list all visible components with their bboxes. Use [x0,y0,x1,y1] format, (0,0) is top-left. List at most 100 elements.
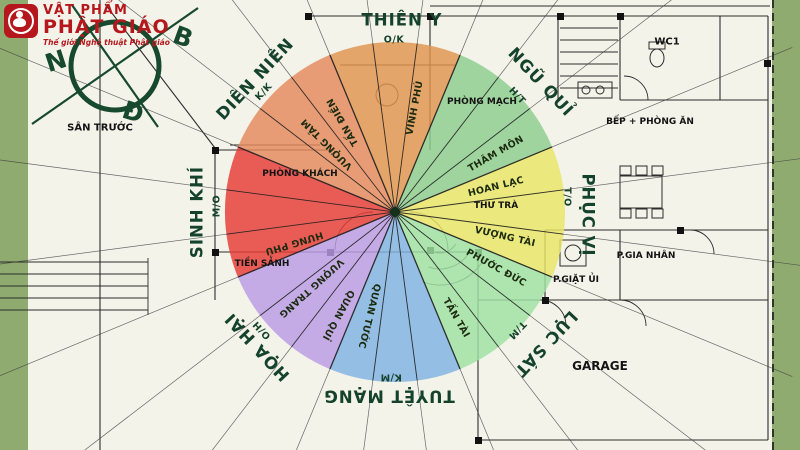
wheel-ray [394,211,531,316]
wheel-star-label: PHƯỚC ĐỨC [464,247,529,290]
wheel-direction-label: DIÊN NIÊN [212,34,298,124]
wheel-direction-abbrev: T/M [505,318,529,342]
room-label: PHÒNG KHÁCH [262,169,338,179]
wheel-ray [416,380,427,450]
wheel-ray [394,211,553,278]
wheel-ray [329,211,396,370]
wheel-ray [237,211,396,278]
room-label: P.GIA NHÂN [616,251,676,261]
wheel-ray [529,315,706,450]
room-label: SÂN TRƯỚC [67,122,133,134]
wheel-ray [563,158,800,191]
stairs-top-right [560,27,618,89]
wheel-ray [563,233,800,266]
wheel-ray [394,211,499,348]
room-label: WC1 [654,36,680,48]
wheel-ray [211,346,292,450]
wheel-star-label: THÂM MÔN [466,133,527,174]
wheel-ray [394,211,564,235]
wheel-direction-label: THIÊN Y [361,10,443,30]
wheel-ray [237,146,396,213]
wheel-ray [372,211,396,381]
wheel-sector-phục-vị [395,146,566,278]
wheel-ray [394,54,461,213]
stove-icon [577,81,613,99]
wheel-ray [291,211,396,348]
wheel-ray [296,368,331,450]
wheel-ray [394,211,418,381]
wheel-ray [363,380,374,450]
compass-letter: B [169,20,197,54]
room-label: GARAGE [572,359,628,373]
wheel-sector-tuyệt-mạng [329,212,461,383]
logo-line1: VẬT PHẨM [43,3,128,18]
wheel-ray [226,211,396,235]
wheel-ray [498,0,559,78]
right-greenery-strip [772,0,800,450]
dining-table-icon [619,175,663,209]
wheel-ray [394,189,564,213]
wheel-star-label: QUAN QUỈ [319,288,357,343]
wheel-ray [259,108,396,213]
wheel-direction-abbrev: K/M [380,371,402,383]
wheel-sector-diên-niên [237,54,395,213]
compass-icon [31,4,199,128]
wheel-ray [226,189,396,213]
wheel-sector-sinh-khí [224,146,395,278]
wheel-ray [394,108,531,213]
wheel-star-label: VƯỢNG TÀI [473,225,537,250]
wheel-direction-abbrev: O/K [383,34,405,46]
logo-subtitle: Thế giới Nghệ thuật Phật giáo [43,37,170,47]
wheel-sector-thiên-y [329,41,461,212]
wheel-direction-label: TUYỆT MẠNG [323,386,455,406]
wheel-ray [529,0,672,109]
wheel-ray [459,0,484,56]
wheel-ray [231,0,292,78]
wheel-ray [329,54,396,213]
buddha-emblem-icon [4,4,38,38]
compass-letter: Đ [118,94,148,130]
wheel-ray [0,276,239,376]
wheel-ray [372,43,396,213]
room-label: BẾP + PHÒNG ĂN [606,117,694,127]
room-label: P.GIẶT ỦI [553,275,599,285]
wheel-star-label: QUAN TƯỚC [355,282,383,350]
room-label: THƯ TRÀ [473,201,519,211]
wheel-ray [118,0,261,109]
wheel-ray [0,233,227,265]
wheel-ray [551,276,793,377]
wheel-ray [394,146,553,213]
wheel-ray [0,48,239,148]
wheel-center-dot [390,207,400,217]
compass-letter: N [41,43,71,79]
wheel-ray [366,0,374,44]
wheel-ray [459,368,494,450]
wheel-sector-ngũ-quỉ [395,54,553,213]
wheel-ray [498,346,579,450]
wheel-ray [259,211,396,316]
wheel-direction-label: NGŨ QUỈ [504,43,578,121]
wheel-direction-label: SINH KHÍ [187,165,207,259]
stairs-lower-left [0,258,149,315]
wheel-ray [416,0,424,44]
wheel-star-label: HOAN LẠC [466,174,525,200]
wheel-sector-họa-hại [237,212,395,370]
room-label: PHÒNG MẠCH [447,97,517,107]
wheel-direction-abbrev: T/O [561,187,573,207]
wheel-star-label: HƯNG PHỦ [263,228,324,258]
wheel-direction-label: PHỤC VỊ [578,173,598,257]
wheel-star-label: TẤN TÀI [440,295,472,340]
logo: VẬT PHẨM PHẬT GIÁO Thế giới Nghệ thuật P… [4,4,170,46]
wheel-star-label: VINH PHÚ [404,79,426,137]
wheel-ray [84,315,261,450]
wheel-ray [291,76,396,213]
left-greenery-strip [0,0,28,450]
logo-line2: PHẬT GIÁO [43,15,170,38]
wheel-ray [394,76,499,213]
wheel-sector-lục-sát [395,212,553,370]
wheel-ray [394,211,461,370]
wheel-direction-abbrev: M/O [211,194,223,218]
